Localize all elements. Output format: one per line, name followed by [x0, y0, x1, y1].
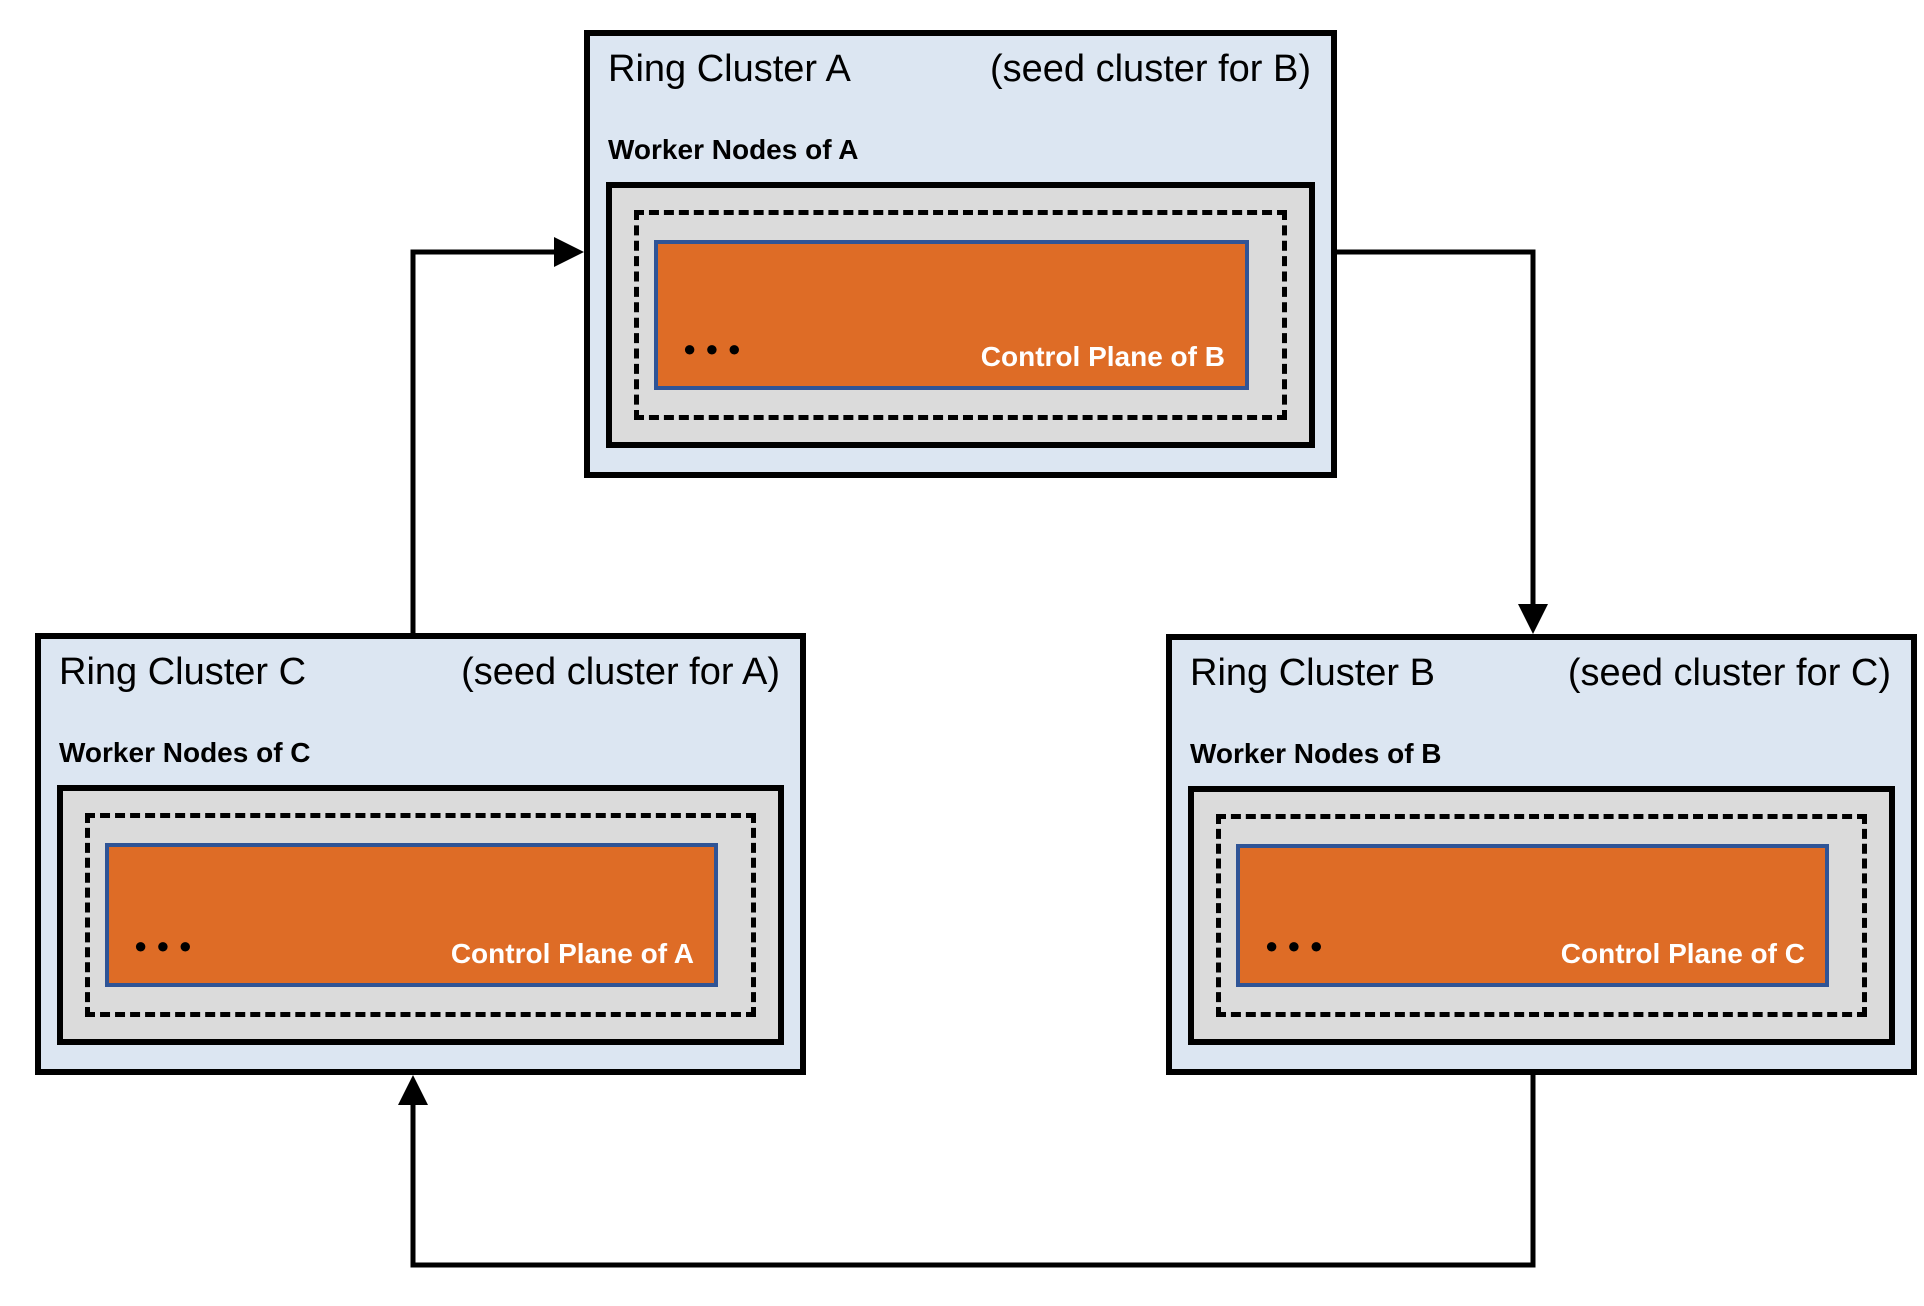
arrow-b-to-c: [398, 1075, 1536, 1268]
cluster-b-title-row: Ring Cluster B (seed cluster for C): [1188, 648, 1895, 698]
cluster-c-name: Ring Cluster C: [59, 651, 307, 693]
cluster-b-worker-nodes-box: ●●● Control Plane of C: [1188, 786, 1895, 1045]
cluster-a-title-row: Ring Cluster A (seed cluster for B): [606, 44, 1315, 94]
cluster-a-worker-label: Worker Nodes of A: [608, 134, 859, 165]
ellipsis-dots: ●●●: [134, 933, 201, 958]
cluster-c-hosted-control-plane: ●●● Control Plane of A: [105, 843, 718, 987]
cluster-c-dashed-boundary: ●●● Control Plane of A: [85, 813, 756, 1017]
cluster-a-hosted-control-plane: ●●● Control Plane of B: [654, 240, 1249, 390]
arrowhead-up-icon: [398, 1075, 428, 1105]
cluster-a-worker-nodes-box: ●●● Control Plane of B: [606, 182, 1315, 448]
cluster-a-seed-note: (seed cluster for B): [990, 48, 1311, 90]
cluster-c-worker-nodes-box: ●●● Control Plane of A: [57, 785, 784, 1045]
cluster-a-dashed-boundary: ●●● Control Plane of B: [634, 210, 1287, 420]
cluster-b-worker-label: Worker Nodes of B: [1190, 738, 1442, 769]
cluster-c: Ring Cluster C (seed cluster for A) Work…: [35, 633, 806, 1075]
cluster-b: Ring Cluster B (seed cluster for C) Work…: [1166, 634, 1917, 1075]
arrow-a-to-b: [1337, 249, 1548, 634]
cluster-b-seed-note: (seed cluster for C): [1567, 652, 1891, 694]
ellipsis-dots: ●●●: [683, 336, 750, 361]
cluster-b-hosted-control-plane: ●●● Control Plane of C: [1236, 844, 1829, 987]
cluster-c-seed-note: (seed cluster for A): [461, 651, 780, 693]
arrowhead-down-icon: [1518, 604, 1548, 634]
cluster-a-control-plane-label: Control Plane of B: [980, 341, 1225, 373]
cluster-b-name: Ring Cluster B: [1190, 652, 1435, 694]
ellipsis-dots: ●●●: [1265, 933, 1332, 958]
cluster-b-dashed-boundary: ●●● Control Plane of C: [1216, 814, 1867, 1017]
cluster-c-worker-label: Worker Nodes of C: [59, 737, 311, 768]
cluster-c-control-plane-label: Control Plane of A: [450, 938, 694, 970]
arrow-c-to-a: [410, 237, 584, 633]
cluster-b-control-plane-label: Control Plane of C: [1560, 938, 1805, 970]
cluster-a: Ring Cluster A (seed cluster for B) Work…: [584, 30, 1337, 478]
cluster-c-title-row: Ring Cluster C (seed cluster for A): [57, 647, 784, 697]
arrowhead-right-icon: [554, 237, 584, 267]
cluster-a-name: Ring Cluster A: [608, 48, 851, 90]
